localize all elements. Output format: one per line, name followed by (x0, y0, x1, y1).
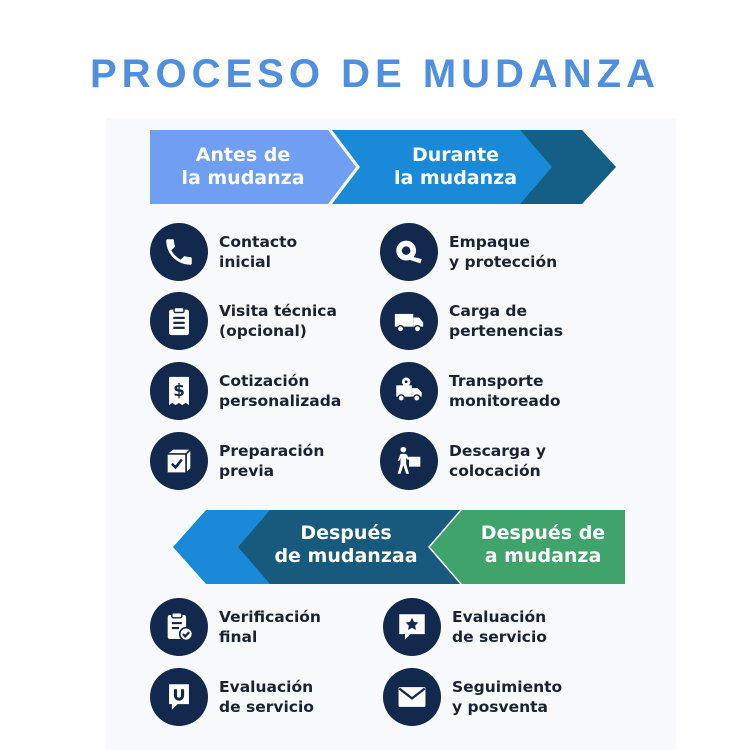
despues-green-arrow (430, 510, 625, 584)
step-preparacion: Preparación previa (150, 432, 324, 490)
envelope-icon (383, 668, 441, 726)
step-label: Evaluación de servicio (452, 608, 547, 646)
durante-label: Durante la mudanza (393, 144, 518, 189)
despues-blue-arrow (173, 510, 280, 584)
step-label: Evaluación de servicio (219, 678, 314, 716)
step-label: Preparación previa (219, 442, 325, 480)
despues-dark-arrow (238, 510, 460, 584)
person-carrying-box-icon (380, 432, 438, 490)
feedback-u-icon (150, 668, 208, 726)
truck-route-icon (380, 362, 438, 420)
page-title: PROCESO DE MUDANZA (89, 52, 661, 96)
step-descarga: Descarga y colocación (380, 432, 546, 490)
step-label: Contacto inicial (219, 233, 298, 271)
truck-icon (380, 292, 438, 350)
step-contacto-inicial: Contacto inicial (150, 223, 297, 281)
step-carga: Carga de pertenencias (380, 292, 563, 350)
step-visita-tecnica: Visita técnica (opcional) (150, 292, 337, 350)
step-evaluacion-izquierda: Evaluación de servicio (150, 668, 314, 726)
step-cotizacion: $ Cotización personalizada (150, 362, 341, 420)
step-label: Carga de pertenencias (449, 302, 563, 340)
despues-right-label: Después de a mudanza (480, 522, 606, 567)
tape-icon (380, 223, 438, 281)
svg-text:$: $ (173, 381, 185, 401)
step-label: Transporte monitoreado (449, 372, 561, 410)
box-check-icon (150, 432, 208, 490)
despues-mid-label: Después de mudanzaa (274, 522, 418, 567)
step-transporte: Transporte monitoreado (380, 362, 561, 420)
step-empaque: Empaque y protección (380, 223, 557, 281)
durante-arrow (332, 130, 552, 204)
antes-label: Antes de la mudanza (181, 144, 305, 189)
step-label: Cotización personalizada (219, 372, 342, 410)
clipboard-check-icon (150, 598, 208, 656)
phone-icon (150, 223, 208, 281)
antes-arrow (150, 130, 356, 204)
step-label: Seguimiento y posventa (452, 678, 563, 716)
step-label: Descarga y colocación (449, 442, 546, 480)
step-verificacion-final: Verificación final (150, 598, 321, 656)
durante-tip-arrow (520, 130, 616, 204)
step-label: Empaque y protección (449, 233, 558, 271)
clipboard-icon (150, 292, 208, 350)
step-label: Visita técnica (opcional) (219, 302, 337, 340)
step-evaluacion-derecha: Evaluación de servicio (383, 598, 547, 656)
dollar-receipt-icon: $ (150, 362, 208, 420)
step-seguimiento: Seguimiento y posventa (383, 668, 562, 726)
step-label: Verificación final (219, 608, 321, 646)
star-chat-icon (383, 598, 441, 656)
